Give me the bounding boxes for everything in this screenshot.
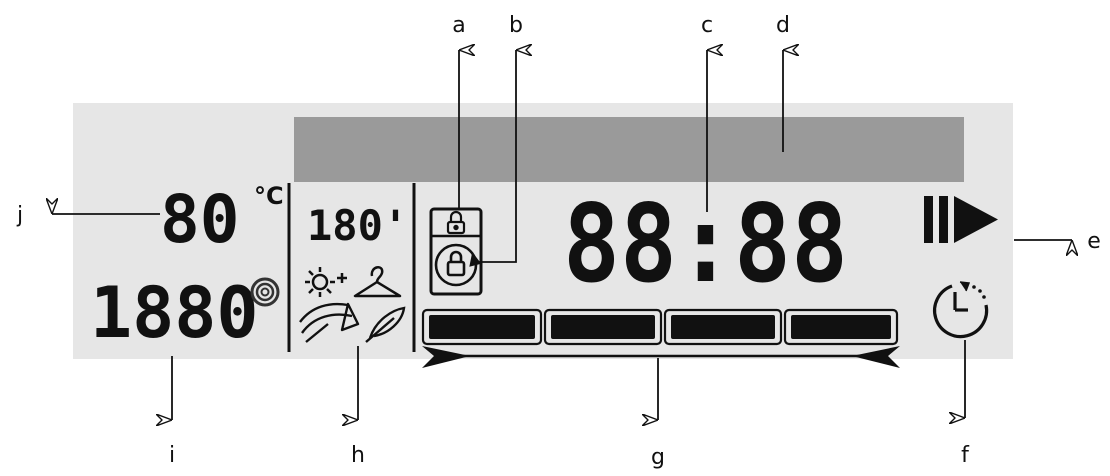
callout-label-c: c: [701, 13, 713, 38]
start-pause-icon: [924, 196, 998, 243]
progress-segment: [421, 308, 543, 346]
callout-label-j: j: [16, 203, 23, 228]
lock-icon: [446, 210, 466, 235]
lock-box: [429, 207, 483, 296]
progress-segment: [551, 315, 655, 339]
progress-segment: [783, 308, 899, 346]
temperature-value: 80: [160, 181, 239, 258]
progress-segment: [543, 308, 663, 346]
message-bar: [294, 117, 964, 182]
progress-segment: [671, 315, 775, 339]
prewash-icon: [299, 302, 360, 343]
feather-icon: [365, 306, 406, 343]
door-lock-icon: [434, 243, 482, 287]
progress-arrow-icon: [422, 346, 470, 368]
callout-label-e: e: [1087, 229, 1101, 254]
callout-label-a: a: [452, 13, 465, 38]
progress-arrow-icon: [852, 346, 900, 368]
time-display: 88:88: [563, 182, 848, 307]
callout-line-b: [476, 50, 516, 263]
progress-segment: [429, 315, 535, 339]
intensive-icon: [305, 267, 347, 297]
callout-label-i: i: [169, 443, 175, 468]
callout-lines: [52, 50, 1072, 420]
callout-label-f: f: [961, 443, 970, 468]
callout-label-d: d: [776, 13, 790, 38]
spin-icon: [250, 277, 280, 307]
callout-label-g: g: [651, 445, 665, 470]
callout-label-h: h: [351, 443, 365, 468]
progress-segment: [791, 315, 891, 339]
progress-segment: [663, 308, 783, 346]
duration-value: 180': [307, 201, 408, 250]
easy-iron-icon: [353, 266, 402, 298]
delay-timer-icon: [933, 281, 989, 339]
spin-speed-value: 1880: [90, 272, 259, 354]
temperature-unit: °C: [254, 182, 284, 210]
progress-bar: [421, 308, 900, 368]
callout-label-b: b: [509, 13, 523, 38]
